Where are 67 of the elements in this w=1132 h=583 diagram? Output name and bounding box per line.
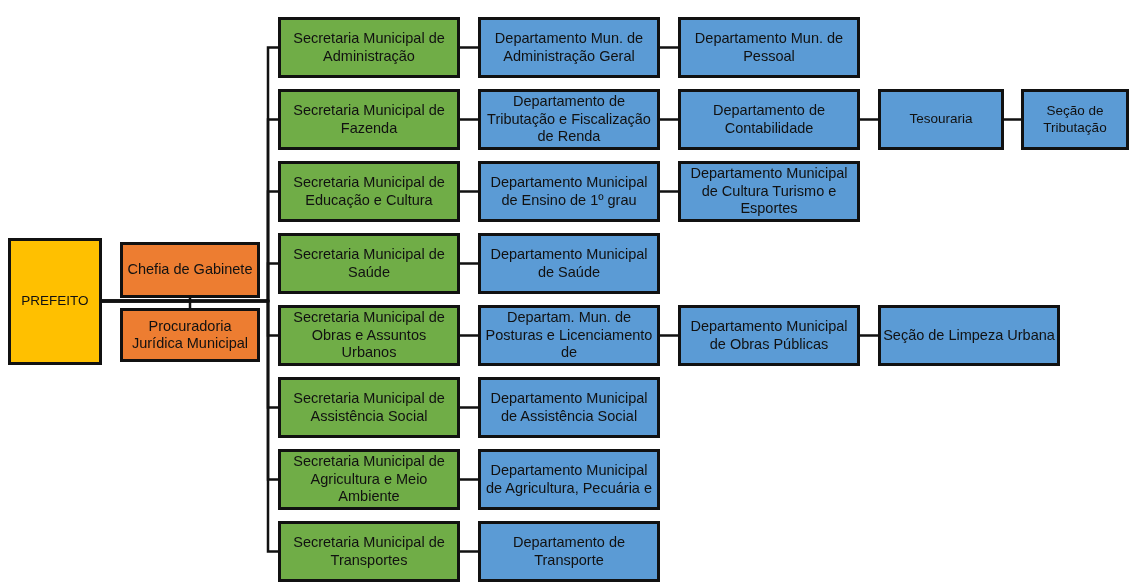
org-label: Secretaria Municipal de Obras e Assuntos Urbanos <box>292 309 446 362</box>
org-box <box>478 89 660 150</box>
connector-line <box>460 118 478 121</box>
org-box <box>278 521 460 582</box>
org-box <box>478 17 660 78</box>
org-box <box>678 89 860 150</box>
org-label: Departamento Municipal de Saúde <box>489 246 649 281</box>
org-label: Departamento de Transporte <box>511 534 626 569</box>
connector-line <box>1004 118 1021 121</box>
org-label: Secretaria Municipal de Fazenda <box>292 102 446 137</box>
connector-line <box>860 118 878 121</box>
connector-line <box>860 334 878 337</box>
connector-line <box>460 46 478 49</box>
org-label: Departamento Municipal de Ensino de 1º grau <box>489 174 649 209</box>
org-box <box>278 17 460 78</box>
org-box <box>878 89 1004 150</box>
org-label: Chefia de Gabinete <box>126 261 254 279</box>
org-box <box>478 521 660 582</box>
connector-line <box>660 190 678 193</box>
org-label: Departamento Municipal de Cultura Turismo e Esportes <box>689 165 849 218</box>
org-box <box>278 377 460 438</box>
org-label: Secretaria Municipal de Transportes <box>292 534 446 569</box>
org-box <box>678 161 860 222</box>
org-label: Secretaria Municipal de Saúde <box>292 246 446 281</box>
org-box <box>120 242 260 298</box>
connector-line <box>660 334 678 337</box>
org-label: Seção de Limpeza Urbana <box>882 326 1056 345</box>
connector-line <box>460 406 478 409</box>
org-box <box>278 89 460 150</box>
org-box <box>478 161 660 222</box>
org-box <box>478 233 660 294</box>
org-label: Procuradoria Jurídica Municipal <box>130 317 250 353</box>
org-box <box>278 305 460 366</box>
org-label: Departamento Municipal de Assistência Social <box>489 390 649 425</box>
org-label: Departamento Mun. de Administração Geral <box>493 30 645 65</box>
connector-line <box>460 334 478 337</box>
org-label: Departamento Municipal de Agricultura, Pecuária e <box>484 462 653 497</box>
org-label: Secretaria Municipal de Agricultura e Meio Ambiente <box>292 453 446 506</box>
org-label: Departamento Mun. de Pessoal <box>693 30 845 65</box>
org-box <box>678 305 860 366</box>
org-box <box>120 308 260 362</box>
org-label: PREFEITO <box>20 293 90 310</box>
org-box <box>478 449 660 510</box>
org-label: Departamento de Tributação e Fiscalização de Renda <box>486 93 652 146</box>
org-label: Departam. Mun. de Posturas e Licenciamento de <box>484 309 654 362</box>
org-box <box>478 377 660 438</box>
connector-line <box>460 262 478 265</box>
org-box <box>278 449 460 510</box>
org-label: Secretaria Municipal de Administração <box>292 30 446 65</box>
org-label: Departamento de Contabilidade <box>711 102 826 137</box>
org-box <box>1021 89 1129 150</box>
org-label: Tesouraria <box>908 111 974 128</box>
org-label: Departamento Municipal de Obras Públicas <box>689 318 849 353</box>
connector-line <box>660 46 678 49</box>
org-label: Secretaria Municipal de Educação e Cultura <box>292 174 446 209</box>
org-box <box>278 161 460 222</box>
org-box <box>878 305 1060 366</box>
connector-line <box>460 190 478 193</box>
org-box <box>478 305 660 366</box>
connector-line <box>460 478 478 481</box>
org-label: Seção de Tributação <box>1042 103 1108 136</box>
org-box <box>278 233 460 294</box>
org-label: Secretaria Municipal de Assistência Social <box>292 390 446 425</box>
connector-line <box>660 118 678 121</box>
org-box <box>678 17 860 78</box>
connector-line <box>460 550 478 553</box>
org-box <box>8 238 102 365</box>
